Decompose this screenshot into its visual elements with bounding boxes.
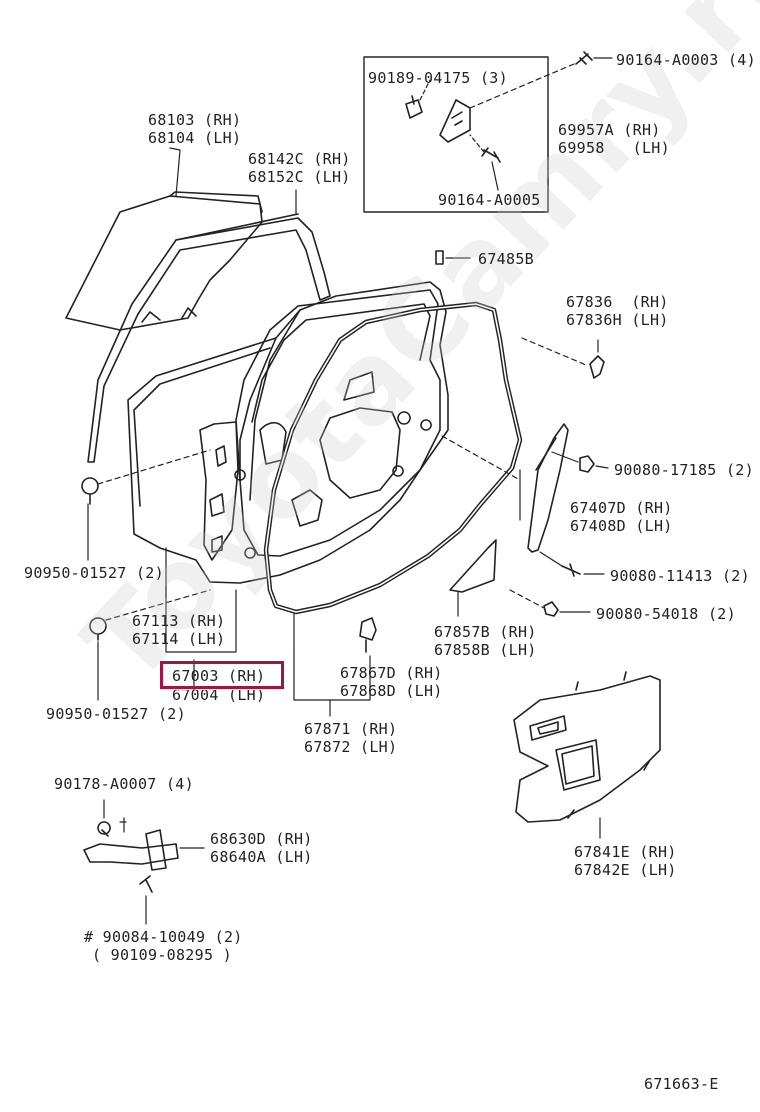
label-90080-17185[interactable]: 90080-17185 (2) xyxy=(614,461,754,479)
highlight-box xyxy=(160,661,284,689)
plug-lower xyxy=(89,617,107,641)
label-67408d[interactable]: 67408D (LH) xyxy=(570,517,673,535)
label-67841e[interactable]: 67841E (RH) xyxy=(574,843,677,861)
label-90164-a0003[interactable]: 90164-A0003 (4) xyxy=(616,51,756,69)
retainer-clip xyxy=(359,617,377,653)
label-68630d[interactable]: 68630D (RH) xyxy=(210,830,313,848)
label-90178-a0007[interactable]: 90178-A0007 (4) xyxy=(54,775,194,793)
door-shell xyxy=(127,281,449,584)
door-frame xyxy=(235,289,441,557)
label-67857b[interactable]: 67857B (RH) xyxy=(434,623,537,641)
label-90080-54018[interactable]: 90080-54018 (2) xyxy=(596,605,736,623)
label-90084-10049[interactable]: # 90084-10049 (2) xyxy=(84,928,243,946)
garnish-strip xyxy=(527,423,569,553)
screw-part xyxy=(481,147,501,163)
clip-67485 xyxy=(435,250,444,265)
label-67836h[interactable]: 67836H (LH) xyxy=(566,311,669,329)
label-90080-11413[interactable]: 90080-11413 (2) xyxy=(610,567,750,585)
bolt-part xyxy=(575,51,593,65)
label-90164-a0005[interactable]: 90164-A0005 xyxy=(438,191,541,209)
label-67867d[interactable]: 67867D (RH) xyxy=(340,664,443,682)
label-67407d[interactable]: 67407D (RH) xyxy=(570,499,673,517)
window-glass xyxy=(65,195,263,331)
label-67836[interactable]: 67836 (RH) xyxy=(566,293,669,311)
label-67868d[interactable]: 67868D (LH) xyxy=(340,682,443,700)
label-90109-08295[interactable]: ( 90109-08295 ) xyxy=(92,946,232,964)
grommet xyxy=(589,355,605,379)
run-channel xyxy=(87,217,331,463)
label-67858b[interactable]: 67858B (LH) xyxy=(434,641,537,659)
label-90189-04175[interactable]: 90189-04175 (3) xyxy=(368,69,508,87)
label-68103[interactable]: 68103 (RH) xyxy=(148,111,242,129)
label-68640a[interactable]: 68640A (LH) xyxy=(210,848,313,866)
label-67003[interactable]: 67003 (RH) xyxy=(172,667,266,685)
clip-part xyxy=(405,95,423,119)
diagram-code: 671663-E xyxy=(644,1075,719,1093)
label-67004[interactable]: 67004 (LH) xyxy=(172,686,266,704)
service-cover xyxy=(513,675,661,823)
label-67114[interactable]: 67114 (LH) xyxy=(132,630,226,648)
label-69957a[interactable]: 69957A (RH) xyxy=(558,121,661,139)
label-67842e[interactable]: 67842E (LH) xyxy=(574,861,677,879)
label-69958[interactable]: 69958 (LH) xyxy=(558,139,670,157)
label-68104[interactable]: 68104 (LH) xyxy=(148,129,242,147)
service-hole xyxy=(319,407,401,499)
door-check xyxy=(83,843,179,865)
label-90950-01527-lower[interactable]: 90950-01527 (2) xyxy=(46,705,186,723)
bracket-part xyxy=(439,99,471,143)
label-68142c[interactable]: 68142C (RH) xyxy=(248,150,351,168)
plug-upper xyxy=(81,477,99,505)
label-90950-01527-upper[interactable]: 90950-01527 (2) xyxy=(24,564,164,582)
label-67485b[interactable]: 67485B xyxy=(478,250,534,268)
label-67872[interactable]: 67872 (LH) xyxy=(304,738,398,756)
triangle-trim xyxy=(449,539,497,593)
label-67113[interactable]: 67113 (RH) xyxy=(132,612,226,630)
label-67871[interactable]: 67871 (RH) xyxy=(304,720,398,738)
label-68152c[interactable]: 68152C (LH) xyxy=(248,168,351,186)
